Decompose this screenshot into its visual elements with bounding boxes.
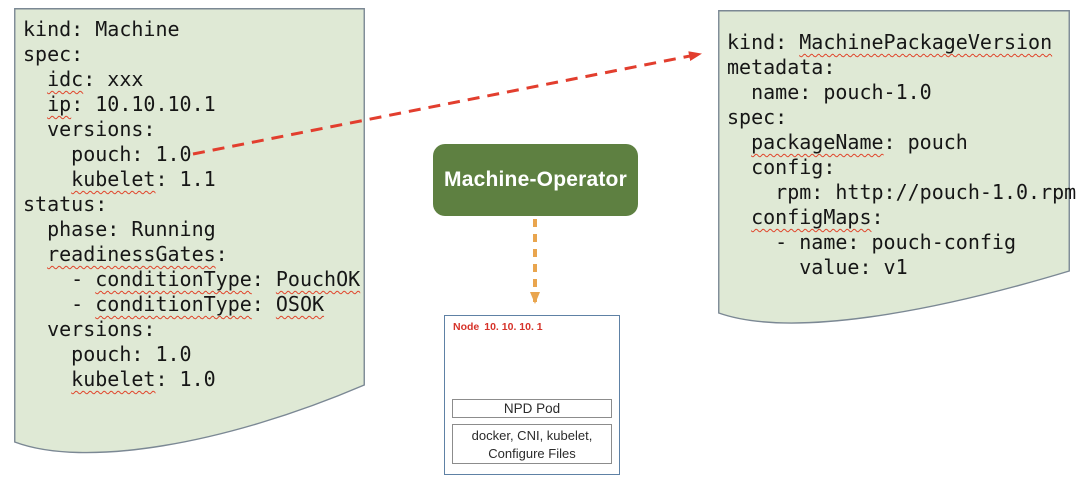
misspelled-token: ip [47, 92, 72, 116]
misspelled-token: OSOK [275, 292, 325, 316]
code-line: versions: [23, 317, 156, 341]
code-line: rpm: http://pouch-1.0.rpm [727, 180, 1077, 204]
code-line: - name: pouch-config [727, 230, 1016, 254]
misspelled-token: kubelet [71, 167, 156, 191]
node-title: Node 10. 10. 10. 1 [453, 321, 543, 333]
npd-pod-box: NPD Pod [452, 399, 612, 418]
code-line: - conditionType: OSOK [23, 292, 325, 316]
code-line: spec: [23, 42, 84, 66]
code-line: ip: 10.10.10.1 [47, 92, 216, 116]
misspelled-token: idc [47, 67, 84, 91]
machine-operator-box: Machine-Operator [433, 144, 638, 216]
code-line: kubelet: 1.0 [71, 367, 216, 391]
code-line: configMaps: [751, 205, 884, 229]
npd-pod-label: NPD Pod [503, 401, 561, 416]
node-base-components-box: docker, CNI, kubelet, Configure Files [452, 424, 612, 464]
code-line: spec: [727, 105, 788, 129]
document-shape [718, 10, 1070, 324]
code-line: readinessGates: [47, 242, 228, 266]
code-line: value: v1 [727, 255, 908, 279]
misspelled-token: MachinePackageVersion [799, 30, 1053, 54]
code-line: pouch: 1.0 [23, 142, 192, 166]
code-line: kind: MachinePackageVersion [727, 30, 1053, 54]
misspelled-token: kubelet [71, 367, 156, 391]
code-line: phase: Running [23, 217, 216, 241]
node-label: Node [453, 321, 480, 333]
code-line: versions: [23, 117, 156, 141]
code-line: metadata: [727, 55, 836, 79]
node-ip: 10. 10. 10. 1 [484, 321, 543, 333]
code-line: - conditionType: PouchOK [23, 267, 361, 291]
code-line: pouch: 1.0 [23, 342, 192, 366]
misspelled-token: conditionType [95, 267, 252, 291]
misspelled-token: PouchOK [275, 267, 361, 291]
code-line: kind: Machine [23, 17, 180, 41]
base-components-line2: Configure Files [488, 445, 576, 461]
code-line: idc: xxx [47, 67, 144, 91]
node-box: Node 10. 10. 10. 1 NPD Pod docker, CNI, k… [444, 315, 620, 475]
code-line: packageName: pouch [751, 130, 968, 154]
code-line: kubelet: 1.1 [71, 167, 216, 191]
misspelled-token: readinessGates [47, 242, 216, 266]
machine-operator-label: Machine-Operator [444, 168, 627, 191]
code-line: config: [727, 155, 836, 179]
code-line: name: pouch-1.0 [727, 80, 932, 104]
code-line: status: [23, 192, 108, 216]
misspelled-token: packageName [751, 130, 884, 154]
base-components-line1: docker, CNI, kubelet, [471, 428, 593, 443]
misspelled-token: configMaps [751, 205, 872, 229]
misspelled-token: conditionType [95, 292, 252, 316]
